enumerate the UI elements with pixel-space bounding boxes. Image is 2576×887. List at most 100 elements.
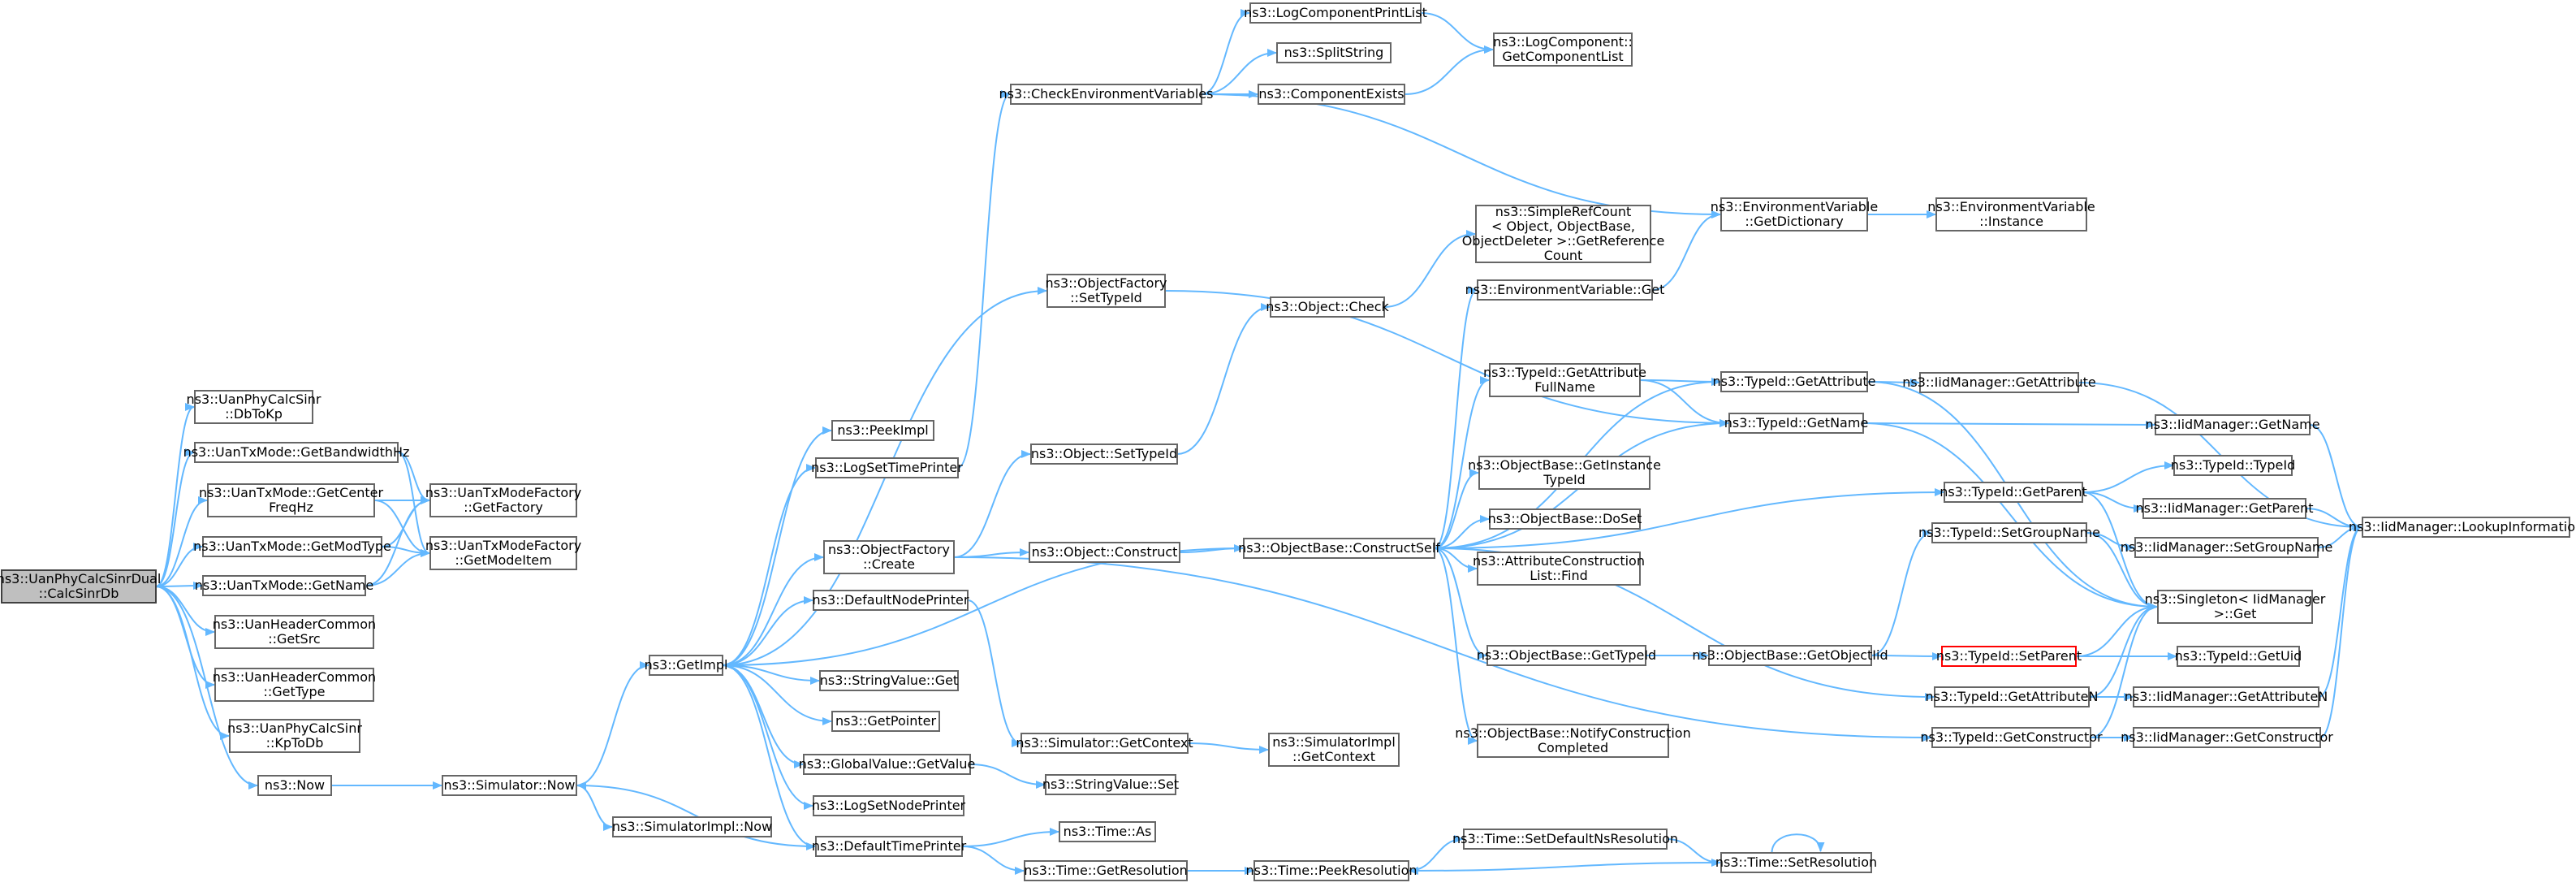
node-box[interactable] [803,754,971,775]
node-cself[interactable]: ns3::ObjectBase::ConstructSelf [1238,538,1440,559]
node-deftp[interactable]: ns3::DefaultTimePrinter [812,836,967,857]
node-box[interactable] [1270,296,1385,318]
node-box[interactable] [214,615,374,649]
node-iidgetname[interactable]: ns3::IidManager::GetName [2145,414,2320,435]
node-tidgetuid[interactable]: ns3::TypeId::GetUid [2175,646,2302,667]
node-box[interactable] [813,590,969,611]
node-box[interactable] [1934,686,2090,707]
node-gvget[interactable]: ns3::GlobalValue::GetValue [799,754,976,775]
node-box[interactable] [1919,372,2079,393]
node-tidsetparent[interactable]: ns3::TypeId::SetParent [1936,646,2082,667]
node-kptodb[interactable]: ns3::UanPhyCalcSinr::KpToDb [227,719,362,753]
node-iidlookup[interactable]: ns3::IidManager::LookupInformation [2349,517,2576,538]
node-box[interactable] [1489,363,1641,397]
node-box[interactable] [1045,774,1176,795]
node-singleton[interactable]: ns3::Singleton< IidManager>::Get [2145,590,2326,624]
node-box[interactable] [1249,2,1422,24]
node-box[interactable] [2133,727,2321,748]
node-box[interactable] [202,536,382,557]
node-box[interactable] [1243,538,1435,559]
node-lcgcl[interactable]: ns3::LogComponent::GetComponentList [1493,32,1633,67]
node-ofsettid[interactable]: ns3::ObjectFactory::SetTypeId [1046,274,1167,308]
node-ofcreate[interactable]: ns3::ObjectFactory::Create [823,540,955,574]
node-box[interactable] [1935,197,2087,231]
node-box[interactable] [1030,444,1178,465]
node-iidgetcons[interactable]: ns3::IidManager::GetConstructor [2121,727,2333,748]
node-simnow[interactable]: ns3::Simulator::Now [442,775,577,796]
node-obgettid[interactable]: ns3::ObjectBase::GetTypeId [1477,645,1656,666]
node-getbw[interactable]: ns3::UanTxMode::GetBandwidthHz [183,442,410,463]
node-calc[interactable]: ns3::UanPhyCalcSinrDual::CalcSinrDb [0,569,161,604]
node-timegetres[interactable]: ns3::Time::GetResolution [1024,860,1188,881]
node-box[interactable] [1944,482,2083,503]
node-box[interactable] [1720,852,1872,873]
node-box[interactable] [1489,508,1641,530]
node-box[interactable] [819,670,959,691]
node-box[interactable] [1477,552,1641,586]
node-tidgetattrn[interactable]: ns3::TypeId::GetAttributeN [1926,686,2099,707]
node-box[interactable] [229,719,360,753]
node-box[interactable] [2134,537,2319,558]
node-box[interactable] [1258,84,1405,105]
node-box[interactable] [214,668,374,702]
node-modeitem[interactable]: ns3::UanTxModeFactory::GetModeItem [425,536,581,570]
node-iidgetparent[interactable]: ns3::IidManager::GetParent [2135,498,2314,519]
node-getimpl[interactable]: ns3::GetImpl [645,655,728,676]
node-factory[interactable]: ns3::UanTxModeFactory::GetFactory [425,483,581,517]
node-box[interactable] [1268,733,1400,767]
node-logsettp[interactable]: ns3::LogSetTimePrinter [811,457,963,478]
node-timeas[interactable]: ns3::Time::As [1059,821,1156,842]
node-box[interactable] [2142,498,2306,519]
node-box[interactable] [813,795,964,816]
node-box[interactable] [2157,590,2313,624]
node-box[interactable] [1477,279,1653,301]
node-tidgetcons[interactable]: ns3::TypeId::GetConstructor [1920,727,2103,748]
node-box[interactable] [202,575,366,596]
node-objcons[interactable]: ns3::Object::Construct [1029,542,1180,563]
node-box[interactable] [1253,860,1409,881]
node-box[interactable] [429,536,577,570]
node-setres[interactable]: ns3::Time::SetResolution [1715,852,1877,873]
node-box[interactable] [815,836,963,857]
node-objsettid[interactable]: ns3::Object::SetTypeId [1030,444,1178,465]
node-box[interactable] [1475,205,1651,263]
node-iidgetattrn[interactable]: ns3::IidManager::GetAttributeN [2125,686,2328,707]
node-box[interactable] [831,711,940,732]
node-getname_tx[interactable]: ns3::UanTxMode::GetName [195,575,373,596]
node-tidgetname[interactable]: ns3::TypeId::GetName [1724,413,1869,434]
node-box[interactable] [1478,456,1650,490]
node-box[interactable] [257,775,332,796]
node-checkenv[interactable]: ns3::CheckEnvironmentVariables [999,84,1214,105]
node-objcheck[interactable]: ns3::Object::Check [1266,296,1390,318]
node-box[interactable] [2177,646,2300,667]
node-peekres[interactable]: ns3::Time::PeekResolution [1245,860,1417,881]
node-tidtid[interactable]: ns3::TypeId::TypeId [2171,455,2295,476]
node-box[interactable] [612,816,772,837]
node-box[interactable] [1477,724,1669,758]
node-tidgetattr[interactable]: ns3::TypeId::GetAttribute [1712,371,1876,392]
node-box[interactable] [1931,727,2091,748]
node-compex[interactable]: ns3::ComponentExists [1258,84,1405,105]
node-box[interactable] [815,457,959,478]
node-box[interactable] [1046,274,1166,308]
node-implnow[interactable]: ns3::SimulatorImpl::Now [612,816,772,837]
node-obnotify[interactable]: ns3::ObjectBase::NotifyConstructionCompl… [1455,724,1691,758]
node-box[interactable] [1059,821,1156,842]
node-box[interactable] [831,420,934,441]
node-setdefres[interactable]: ns3::Time::SetDefaultNsResolution [1452,829,1678,850]
node-now[interactable]: ns3::Now [257,775,332,796]
node-svget[interactable]: ns3::StringValue::Get [819,670,959,691]
node-box[interactable] [1020,733,1189,754]
node-box[interactable] [649,655,723,676]
node-implctx[interactable]: ns3::SimulatorImpl::GetContext [1268,733,1400,767]
node-getptr[interactable]: ns3::GetPointer [831,711,940,732]
node-svset[interactable]: ns3::StringValue::Set [1042,774,1179,795]
node-logsetnp[interactable]: ns3::LogSetNodePrinter [812,795,966,816]
node-box[interactable] [1029,542,1180,563]
node-box[interactable] [1024,860,1188,881]
node-box[interactable] [2173,455,2293,476]
